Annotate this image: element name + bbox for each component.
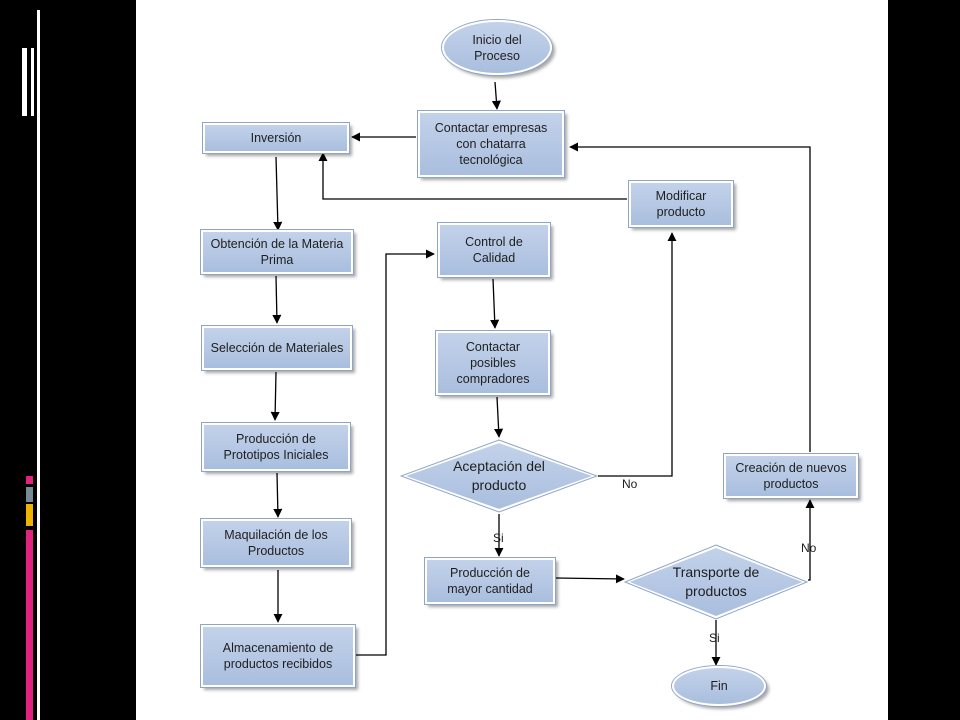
- arrow-compradores-to-aceptacion: [494, 396, 504, 438]
- decision-diamond-shape: [624, 544, 808, 620]
- node-maquilacion-productos: Maquilación de los Productos: [201, 519, 351, 567]
- node-aceptacion-del-producto: Aceptación del producto: [400, 439, 598, 513]
- node-contactar-empresas: Contactar empresas con chatarra tecnológ…: [418, 111, 564, 177]
- decor-bar-white-3: [37, 10, 40, 720]
- node-modificar-producto: Modificar producto: [629, 181, 733, 227]
- node-produccion-mayor-cantidad: Producción de mayor cantidad: [425, 558, 555, 604]
- node-almacenamiento: Almacenamiento de productos recibidos: [201, 625, 355, 687]
- arrow-inicio-to-contactar: [491, 81, 501, 110]
- decision-diamond-shape: [400, 439, 598, 513]
- node-creacion-nuevos-productos: Creación de nuevos productos: [724, 454, 858, 498]
- node-contactar-compradores: Contactar posibles compradores: [436, 331, 550, 395]
- arrow-produccion-to-transporte: [555, 574, 625, 584]
- decor-bar-grey: [26, 487, 33, 502]
- arrow-modificar-to-inversion: [318, 152, 627, 200]
- arrow-control-to-contactar-compradores: [490, 278, 500, 329]
- node-inicio-del-proceso: Inicio del Proceso: [442, 20, 552, 75]
- label-transporte-no: No: [801, 541, 817, 555]
- arrow-transporte-no-to-creacion: [805, 499, 815, 581]
- decor-bar-pink-1: [26, 476, 33, 484]
- arrow-obtencion-to-seleccion: [272, 275, 282, 324]
- arrow-creacion-to-contactar: [569, 142, 811, 452]
- flow-connectors: [270, 81, 815, 666]
- decision-label: Transporte de productos: [672, 564, 760, 599]
- decor-bar-white-2: [31, 48, 34, 116]
- arrow-prototipos-to-maquilacion: [273, 472, 283, 518]
- node-obtencion-materia-prima: Obtención de la Materia Prima: [201, 230, 353, 274]
- arrow-almacenamiento-to-control: [356, 249, 435, 656]
- node-control-de-calidad: Control de Calidad: [438, 223, 550, 277]
- node-transporte-de-productos: Transporte de productos: [624, 544, 808, 620]
- arrow-seleccion-to-prototipos: [270, 371, 280, 421]
- node-seleccion-materiales: Selección de Materiales: [202, 326, 352, 370]
- arrow-aceptacion-no-to-modificar: [598, 232, 677, 477]
- decor-bar-white-1: [22, 48, 27, 116]
- label-aceptacion-si: Si: [493, 531, 504, 545]
- label-transporte-si: Si: [709, 631, 720, 645]
- arrow-inversion-to-obtencion: [273, 156, 283, 231]
- node-produccion-prototipos: Producción de Prototipos Iniciales: [202, 423, 350, 471]
- slide: Inicio del Proceso Contactar empresas co…: [136, 0, 888, 720]
- decor-bar-pink-2: [26, 530, 33, 720]
- decor-bar-yellow: [26, 504, 33, 526]
- node-fin: Fin: [672, 666, 766, 706]
- label-aceptacion-no: No: [622, 477, 638, 491]
- decision-label: Aceptación del producto: [453, 458, 545, 493]
- node-inversion: Inversión: [203, 123, 349, 153]
